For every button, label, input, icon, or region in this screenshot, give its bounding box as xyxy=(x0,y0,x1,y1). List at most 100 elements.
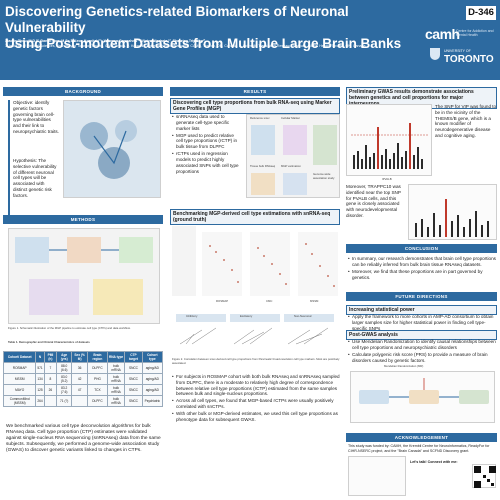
table-cell: 8 xyxy=(43,373,58,385)
table-header-cell: CTP target xyxy=(124,351,143,363)
bullet-item: rCTPs used in regression models to predi… xyxy=(172,151,242,174)
bullet-item: With other bulk or MGP-derived estimates… xyxy=(172,411,340,423)
workflow-graphics xyxy=(251,125,337,195)
table-cell: aging/AD xyxy=(141,373,164,385)
benchmark-col-label: CMC xyxy=(266,299,273,303)
ack-logos xyxy=(348,456,406,496)
bullet-item: snRNAseq data used to generate cell-type… xyxy=(172,114,242,131)
camh-logo: camh xyxy=(425,26,460,42)
uoft-logo-top: UNIVERSITY OF xyxy=(444,49,471,53)
qr-code-graphic xyxy=(474,466,496,488)
label-cellular-marker: Cellular Marker xyxy=(281,116,300,120)
camh-logo-subtitle: Centre for Addiction and Mental Health xyxy=(456,29,494,37)
manhattan-plot-2-graphics xyxy=(415,199,489,237)
table-header-cell: Cohort/ Dataset xyxy=(2,351,37,363)
gwas-vip-text: The SNP for VIP was found to be in the v… xyxy=(435,104,497,138)
title-line-1: Discovering Genetics-related Biomarkers … xyxy=(5,4,349,35)
mgp-workflow-figure: Reference snuc Cellular Marker Tissue bu… xyxy=(246,114,340,198)
manhattan-plot-2 xyxy=(408,184,497,240)
table-cell: SNCC xyxy=(124,373,143,385)
table-cell: 7 xyxy=(43,362,58,374)
objective-text: Objective: identify genetic factors gove… xyxy=(13,100,59,134)
background-section-header: BACKGROUND xyxy=(3,87,163,96)
poster-id-badge: D-346 xyxy=(466,6,496,20)
table-cell: MAYO xyxy=(2,384,37,396)
corr-group-label: Inhibitory xyxy=(186,314,198,318)
table-cell: 83.0 (5.2) xyxy=(56,373,73,385)
table-header-cell: Brain region xyxy=(87,351,108,363)
hypothesis-text: Hypothesis: The selective vulnerability … xyxy=(13,158,57,198)
manhattan-plot xyxy=(346,104,432,176)
ack-text: This study was funded by: CAMH, the Krem… xyxy=(348,444,490,453)
table-cell: 71 (?) xyxy=(56,395,73,407)
future-section-header: FUTURE DIRECTIONS xyxy=(346,292,497,301)
manhattan-plot-graphics xyxy=(351,123,429,169)
table-cell: 571 xyxy=(35,362,45,374)
bullet-item: Across all cell types, we found that MGP… xyxy=(172,398,340,410)
title-line-2: Using Post-mortem Datasets from Multiple… xyxy=(5,36,402,51)
benchmark-col-label: ROSMAP xyxy=(216,299,229,303)
table-cell: SNCC xyxy=(124,395,143,407)
bullet-item: MGP used to predict relative cell type p… xyxy=(172,133,242,150)
methods-summary: We benchmarked various cell type deconvo… xyxy=(6,424,161,453)
table-cell: 42 xyxy=(71,373,89,385)
results-box2-bullets: For subjects in ROSMAP cohort with both … xyxy=(172,374,340,424)
results-box2-title: Benchmarking MGP-derived cell type estim… xyxy=(170,209,340,225)
table-header-cell: RNA type xyxy=(106,351,126,363)
table-cell: bulk mRNA xyxy=(106,384,126,396)
table-cell: aging/AD xyxy=(141,362,164,374)
table-cell: SNCC xyxy=(124,362,143,374)
bullet-item: For subjects in ROSMAP cohort with both … xyxy=(172,374,340,397)
bullet-item: In summary, our research demonstrates th… xyxy=(348,256,497,268)
table-cell: 134 xyxy=(35,373,45,385)
background-illustration xyxy=(63,100,161,198)
methods-figure-caption: Figure 1. Schematic illustration of the … xyxy=(8,326,131,330)
table-cell: bulk mRNA xyxy=(106,373,126,385)
mendelian-randomization-diagram xyxy=(359,378,489,404)
table-cell: SNCC xyxy=(124,384,143,396)
poster-header: Discovering Genetics-related Biomarkers … xyxy=(0,0,500,80)
objective-hypothesis-box: Objective: identify genetic factors gove… xyxy=(8,100,59,223)
gwas-axis-label: IPVALB xyxy=(382,177,392,181)
label-reference-snuc: Reference snuc xyxy=(250,116,270,120)
mr-diagram-label: Mendelian Randomization (MR) xyxy=(384,364,424,368)
label-gwas: Genome-wide association study xyxy=(313,172,335,180)
bullet-item: Use Mendelian Randomization to identify … xyxy=(348,339,497,351)
table-cell: Psychiatric xyxy=(141,395,164,407)
table-caption: Table 1. Demographic and Clinical Charac… xyxy=(8,340,90,344)
table-cell: DLPFC xyxy=(87,395,108,407)
table-header-cell: Sex (% M) xyxy=(71,351,89,363)
table-cell: aging/AD xyxy=(141,384,164,396)
conclusion-section-header: CONCLUSION xyxy=(346,244,497,253)
authors-block: Xiaolin Zhou, M.D.¹², Daniel Hon, M.Sc.²… xyxy=(5,39,405,49)
correlation-group-labels: Inhibitory Excitatory Non-Neuronal xyxy=(176,314,340,321)
benchmark-column-labels: ROSMAP CMC MSSM xyxy=(200,299,340,306)
methods-figure xyxy=(8,228,160,324)
label-tissue-bulk: Tissue bulk RNAseq xyxy=(250,164,276,168)
future-sub2-bullets: Use Mendelian Randomization to identify … xyxy=(348,339,497,365)
benchmark-col-label: MSSM xyxy=(310,299,319,303)
qr-code-icon[interactable] xyxy=(472,464,496,488)
table-cell: DLPFC xyxy=(87,362,108,374)
table-cell: 125 xyxy=(35,384,45,396)
pipeline-schematic-icon xyxy=(15,237,153,315)
affiliation-list: 1. Institute of Medical Sciences, Univer… xyxy=(5,44,366,48)
future-sub1-bullets: Apply the framework to more cohorts in A… xyxy=(348,314,497,333)
table-cell: 83.2 (7.6) xyxy=(56,384,73,396)
methods-section-header: METHODS xyxy=(3,215,163,224)
label-mgp-estimation: MGP estimation xyxy=(281,164,301,168)
benchmark-scatter-grid xyxy=(172,226,338,345)
table-cell: PHG xyxy=(87,373,108,385)
bullet-item: Moreover, we find that these proportions… xyxy=(348,269,497,281)
table-cell: 36 xyxy=(71,362,89,374)
gwas-trappc10-text: Moreover, TRAPPC10 was identified near t… xyxy=(346,184,401,218)
table-header-cell: PMI (h) xyxy=(43,351,58,363)
table-cell: bulk mRNA xyxy=(106,362,126,374)
table-cell xyxy=(71,395,89,407)
